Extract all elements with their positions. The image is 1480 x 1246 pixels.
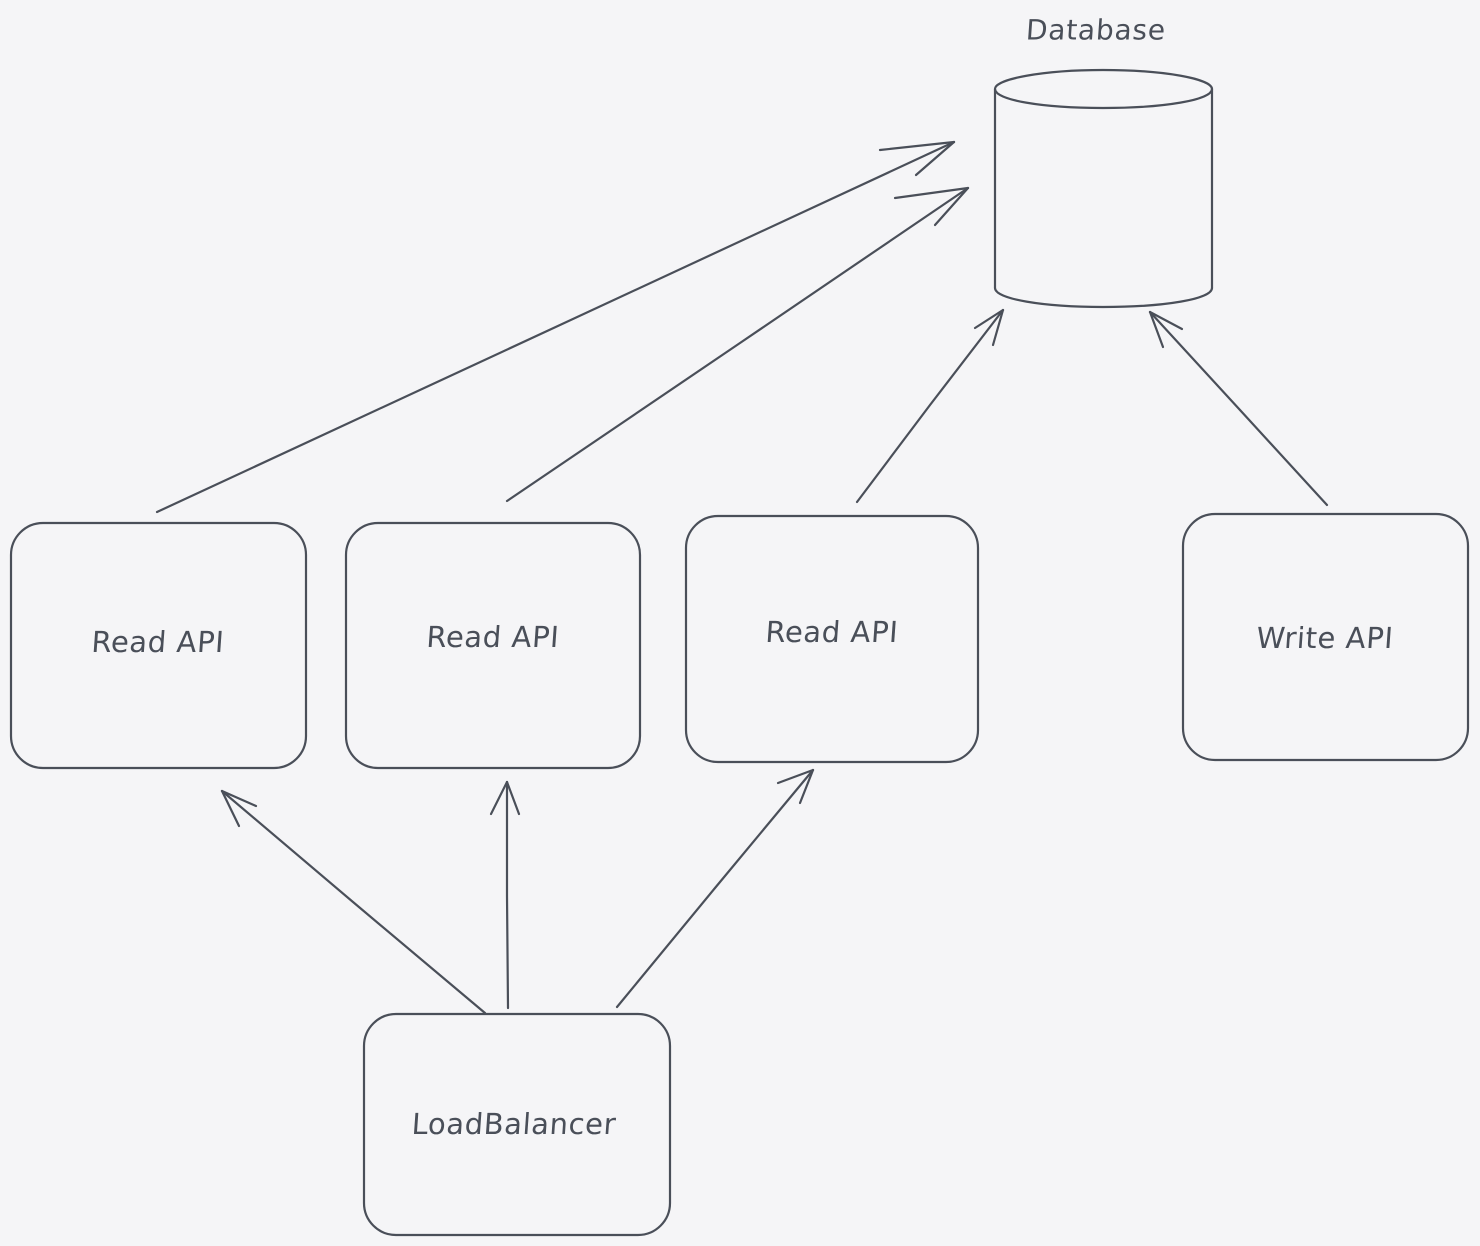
edge-load-balancer-to-read-api-3 [615, 768, 815, 1009]
edge-load-balancer-to-read-api-1 [220, 789, 487, 1015]
node-read-api-1[interactable] [9, 521, 308, 770]
edge-read-api-2-to-database [505, 186, 970, 503]
edge-write-api-to-database [1148, 310, 1329, 507]
edge-read-api-1-to-database [155, 140, 956, 514]
edge-read-api-3-to-database [855, 308, 1005, 504]
node-load-balancer[interactable] [362, 1012, 672, 1237]
node-read-api-2[interactable] [344, 521, 642, 770]
node-read-api-3[interactable] [684, 514, 980, 764]
node-database[interactable] [993, 68, 1214, 309]
node-write-api[interactable] [1181, 512, 1470, 762]
edge-load-balancer-to-read-api-2 [489, 780, 521, 1010]
